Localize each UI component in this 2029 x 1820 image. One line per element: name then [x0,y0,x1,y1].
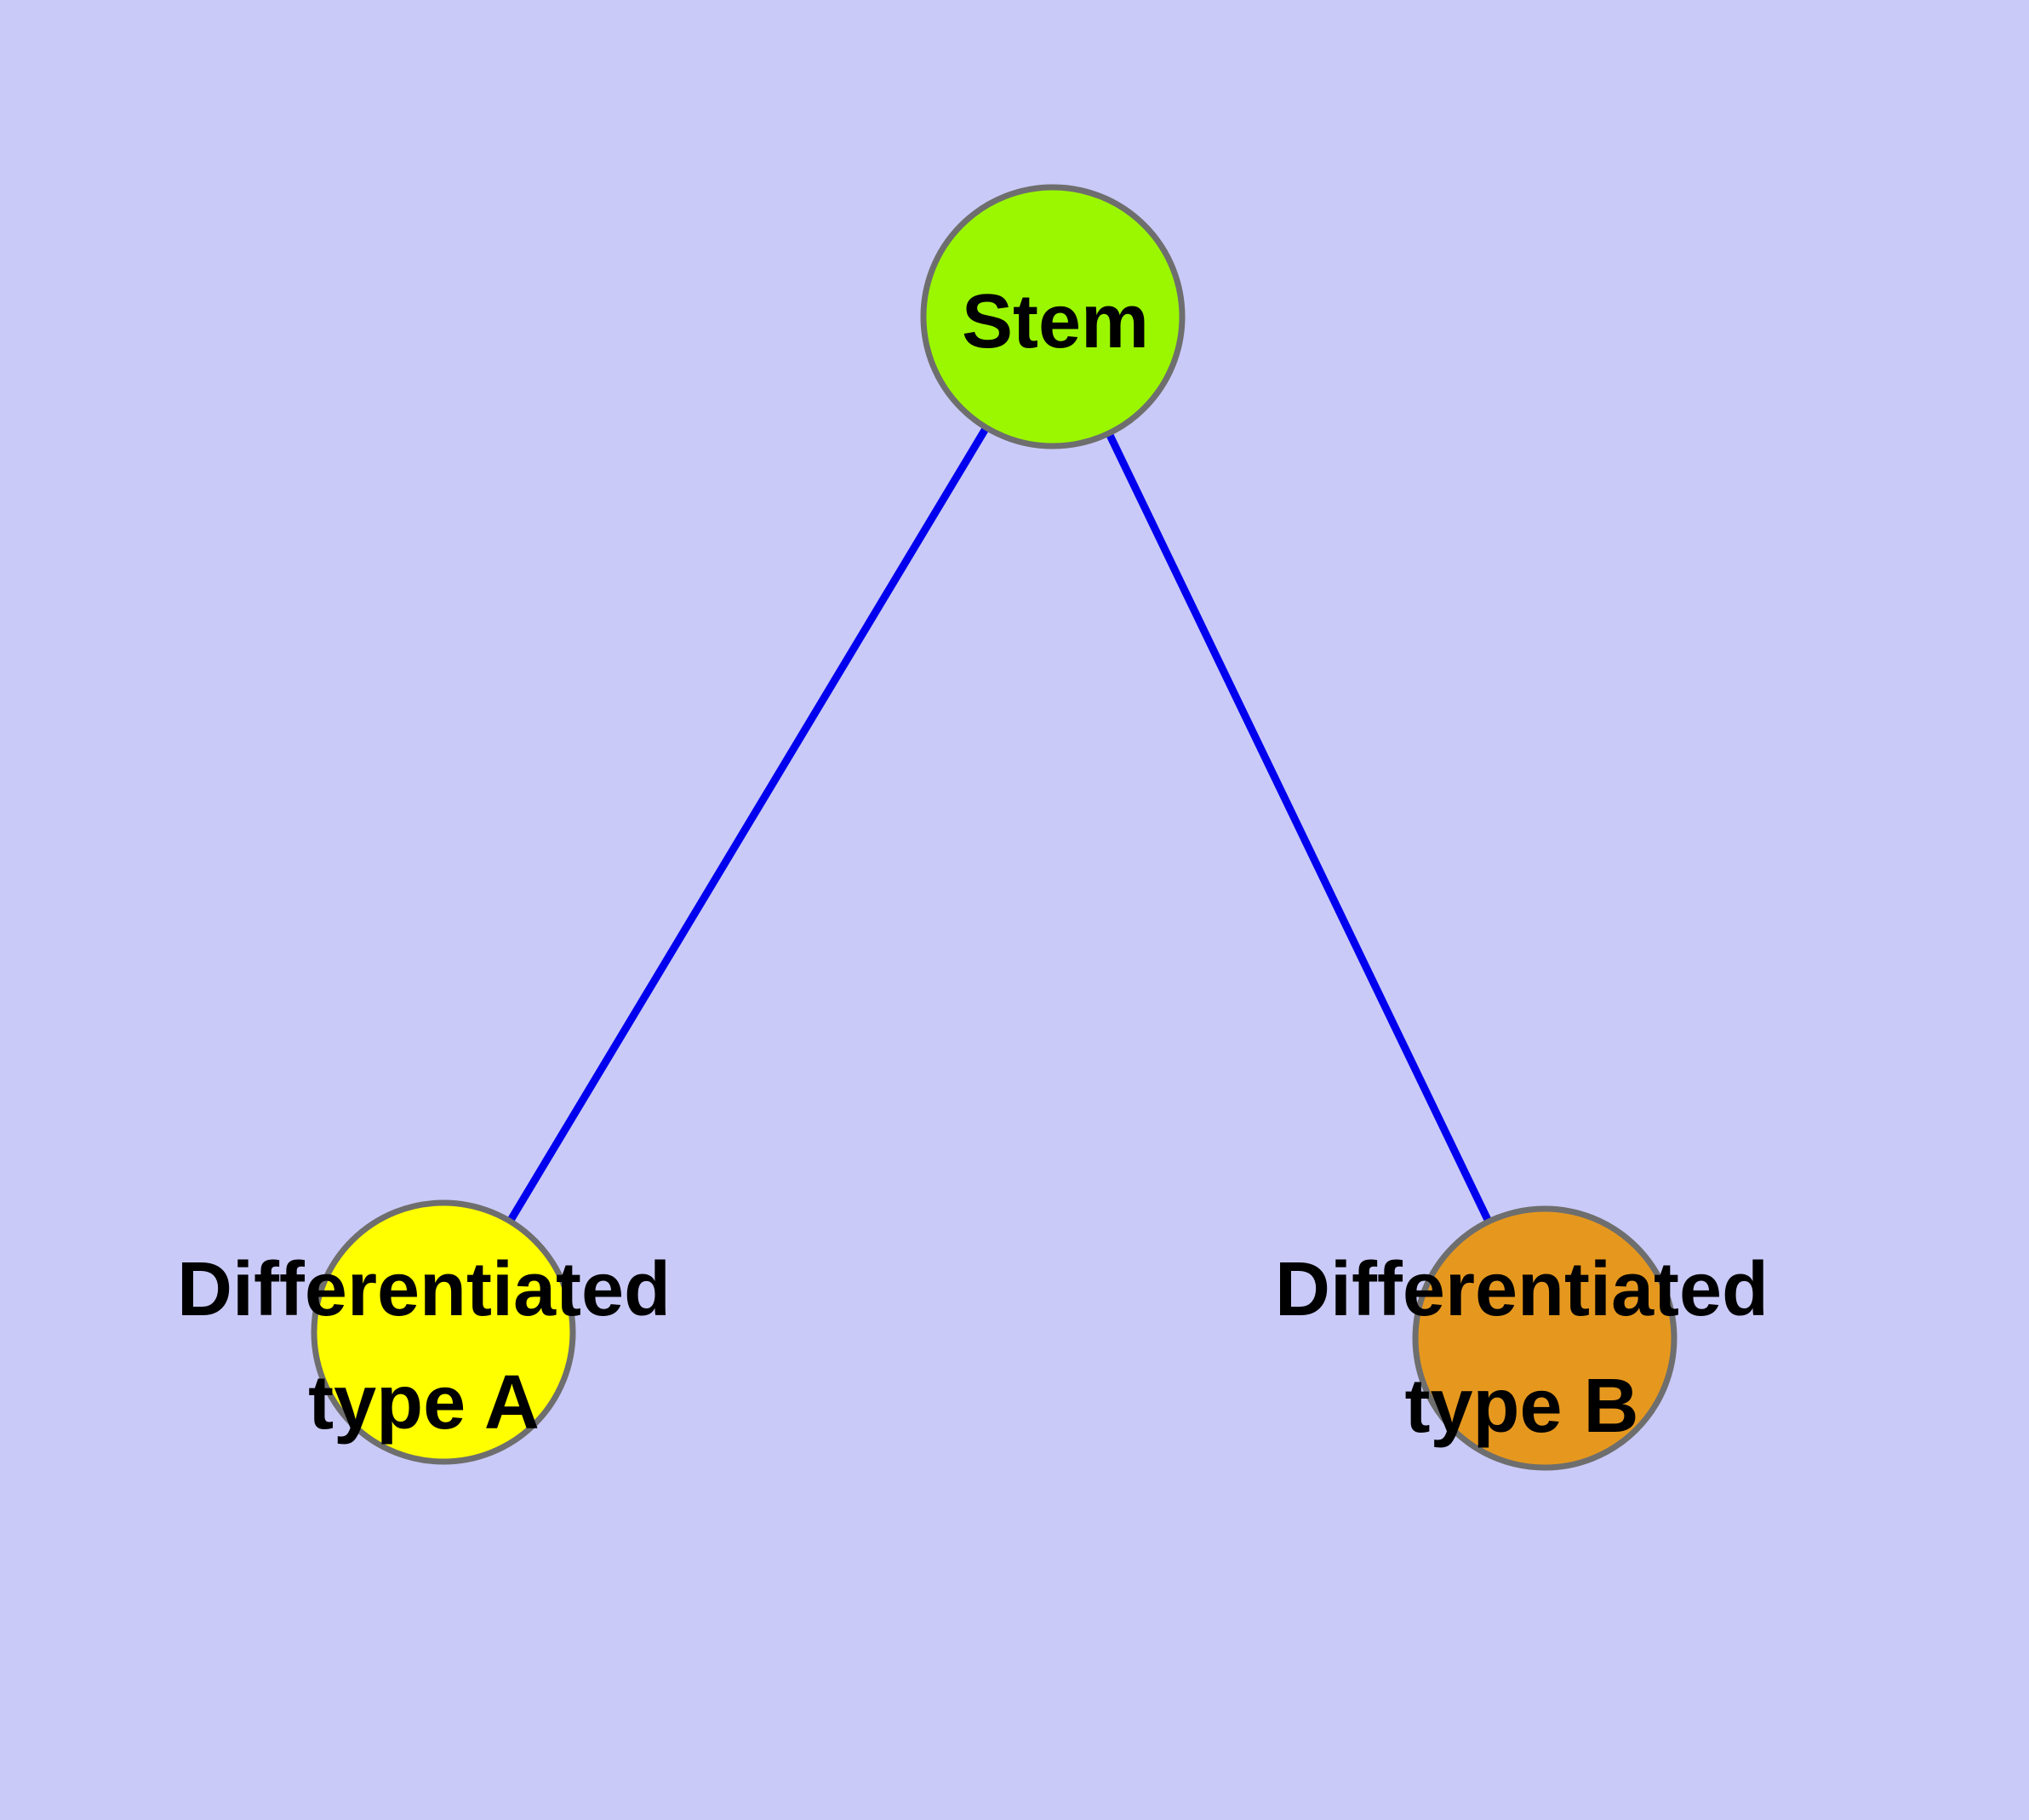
edge-stem-to-type-b [1049,315,1549,1340]
node-label-type-b-line1: Differentiated [1275,1247,1769,1332]
node-label-stem: Stem [962,279,1149,364]
node-label-type-a-line2: type A [308,1360,540,1445]
node-label-type-b-line2: type B [1404,1364,1638,1449]
node-label-type-a-line1: Differentiated [177,1247,671,1332]
node-differentiated-type-a [311,1199,576,1465]
node-stem [920,184,1186,449]
node-differentiated-type-b [1412,1205,1677,1471]
edge-stem-to-type-a [440,314,1056,1335]
